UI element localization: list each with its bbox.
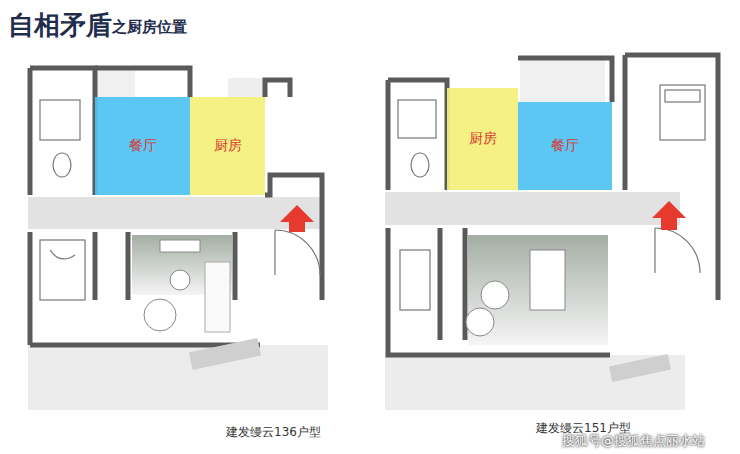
room-label: 厨房 <box>469 130 497 148</box>
caption: 建发缦云136户型 <box>226 424 321 441</box>
plan-151 <box>385 55 718 410</box>
room-label: 厨房 <box>214 137 242 155</box>
kitchen-area: 厨房 <box>447 88 518 190</box>
dining-area: 餐厅 <box>95 97 190 195</box>
watermark: 搜狐号@搜狐焦点丽水站 <box>562 432 705 450</box>
entrance-arrow <box>280 205 314 232</box>
kitchen-area: 厨房 <box>190 97 265 195</box>
subtitle: 之厨房位置 <box>112 18 187 37</box>
room-label: 餐厅 <box>551 137 579 155</box>
plan-136 <box>28 68 328 410</box>
room-label: 餐厅 <box>129 137 157 155</box>
entrance-arrow <box>652 201 686 230</box>
title: 自相矛盾 <box>8 8 112 43</box>
dining-area: 餐厅 <box>518 102 612 190</box>
